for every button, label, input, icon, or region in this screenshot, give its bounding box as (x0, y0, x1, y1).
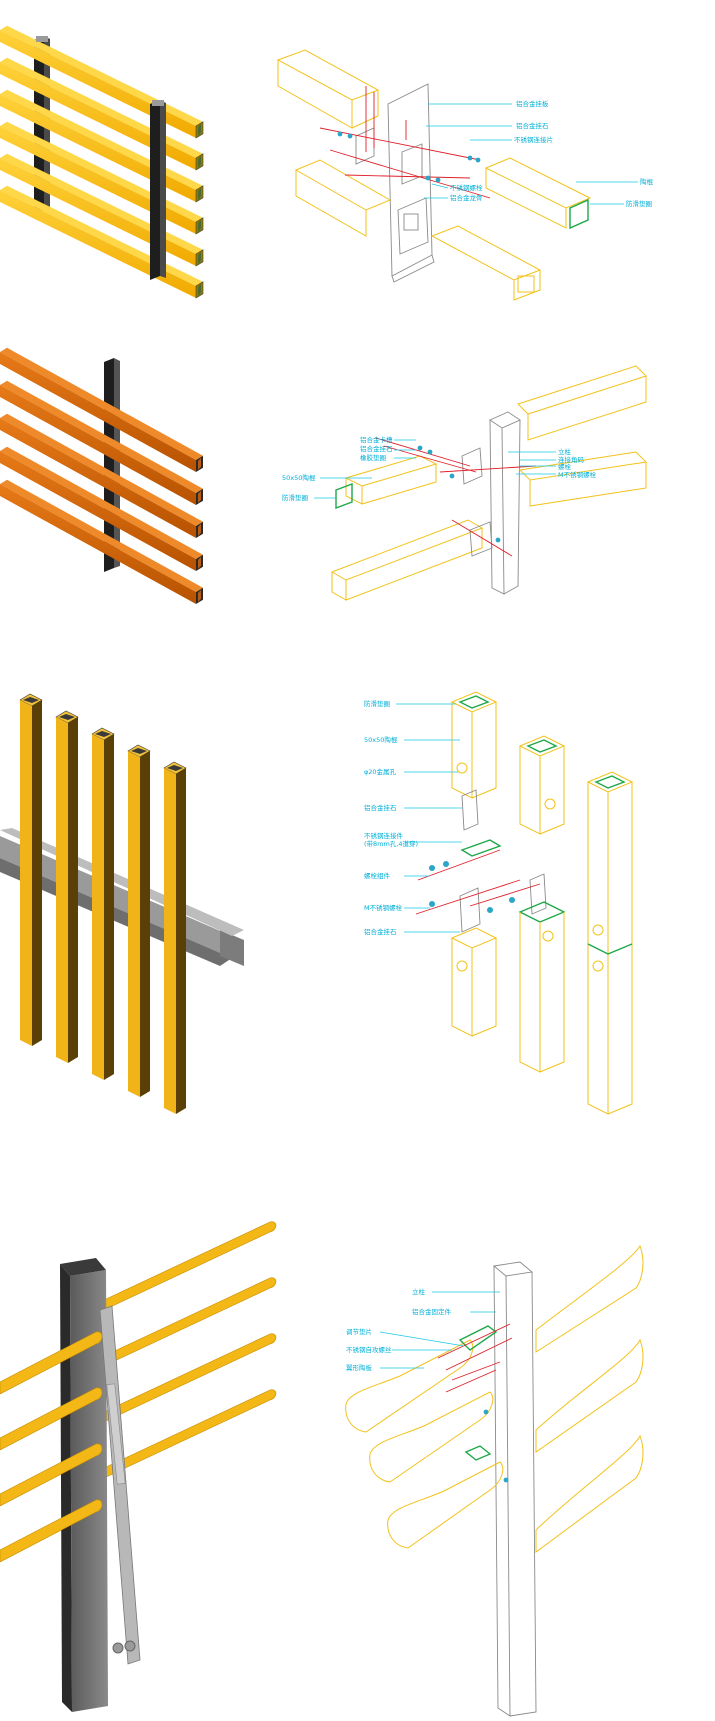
rail-end-insert (198, 155, 201, 168)
airfoil-blade (103, 1389, 277, 1479)
rail-end-insert (198, 251, 201, 264)
p1-label-1: 铝合金挂石 (516, 121, 549, 130)
rail-end-insert (198, 523, 201, 536)
p1-label-2: 不锈钢连接片 (514, 135, 553, 144)
fin-front (56, 717, 68, 1063)
rail-end-insert (198, 123, 201, 136)
rail-side (0, 126, 196, 234)
render-airfoil-louvers (0, 1221, 277, 1712)
fin-side (104, 734, 114, 1080)
p2-label-8: 防滑垫圈 (282, 493, 308, 502)
rail-side (0, 94, 196, 202)
p1-label-4: 铝合金龙骨 (450, 193, 483, 202)
p4-label-3: 不锈钢自攻螺丝 (346, 1345, 392, 1354)
rail-end-insert (198, 187, 201, 200)
p3-label-3: 铝合金挂石 (364, 803, 397, 812)
rail-end-insert (198, 589, 201, 602)
airfoil-blade (0, 1331, 103, 1395)
rail-side (0, 451, 196, 571)
p2-label-1: 铝合金挂石 (360, 444, 393, 453)
rail-end-insert (198, 490, 201, 503)
fin-hollow (167, 765, 183, 771)
fin-side (68, 717, 78, 1063)
rail-side (0, 352, 196, 472)
p4-label-2: 调节垫片 (346, 1327, 372, 1336)
post-clip-top-front (152, 100, 164, 106)
p2-label-0: 铝合金卡槽 (360, 435, 393, 444)
rail-side (0, 62, 196, 170)
fin-front (92, 734, 104, 1080)
steel-post (60, 1258, 106, 1276)
fin-hollow (95, 731, 111, 737)
p2-label-4: 连接角码 (558, 455, 585, 464)
p1-label-0: 铝合金挂板 (516, 99, 549, 108)
actuator-rod (106, 1383, 126, 1485)
p3-label-8: 铝合金挂石 (364, 927, 397, 936)
rail-top (0, 380, 203, 493)
p3-label-0: 防滑垫圈 (364, 699, 390, 708)
p3-label-5: (带8mm孔,4道穿) (364, 839, 418, 848)
fin-hollow (23, 697, 39, 703)
p2-label-2: 橡胶垫圈 (360, 453, 386, 462)
fin-side (140, 751, 150, 1097)
rail-top (0, 347, 203, 460)
exploded-detail-4: 立柱 铝合金固定件 调节垫片 不锈钢自攻螺丝 翼形陶板 (345, 1244, 644, 1717)
exploded-detail-3: 防滑垫圈 50x50陶棍 φ20金属孔 铝合金挂石 不锈钢连接件 (带8mm孔,… (364, 691, 634, 1115)
p3-label-1: 50x50陶棍 (364, 735, 398, 744)
p4-label-4: 翼形陶板 (346, 1363, 373, 1372)
fin-front (20, 700, 32, 1046)
rail-side (0, 158, 196, 266)
p4-label-1: 铝合金固定件 (412, 1307, 452, 1316)
rail-side (0, 418, 196, 538)
fin-side (32, 700, 42, 1046)
fin-hollow (59, 714, 75, 720)
render-vertical-square-fins (0, 693, 244, 1114)
p2-label-7: 50x50陶棍 (282, 473, 316, 482)
rail-side (0, 484, 196, 604)
airfoil-blade (0, 1499, 103, 1563)
rail-end-insert (198, 219, 201, 232)
fin-front (128, 751, 140, 1097)
airfoil-blade (0, 1387, 103, 1451)
p3-label-7: M不锈钢螺栓 (364, 903, 403, 912)
p2-label-3: 立柱 (558, 447, 572, 456)
rail-top (0, 413, 203, 526)
p4-label-0: 立柱 (412, 1287, 426, 1296)
airfoil-blade (103, 1221, 277, 1311)
p2-label-6: M不锈钢螺栓 (558, 470, 597, 479)
fin-front (164, 768, 176, 1114)
rail-end-insert (198, 457, 201, 470)
fin-side (176, 768, 186, 1114)
airfoil-blade (103, 1277, 277, 1367)
p1-label-3: 不锈钢螺栓 (450, 183, 483, 192)
render-yellow-louver-rails (0, 25, 204, 299)
p1-label-6: 防滑垫圈 (626, 199, 652, 208)
render-orange-louver-rails (0, 347, 203, 604)
steel-post-front (150, 100, 160, 280)
rail-side (0, 385, 196, 505)
exploded-detail-1: 铝合金挂板 铝合金挂石 不锈钢连接片 不锈钢螺栓 铝合金龙骨 陶棍 防滑垫圈 (276, 49, 654, 301)
p3-label-6: 螺栓组件 (364, 871, 391, 880)
rail-top (0, 446, 203, 559)
rail-top (0, 479, 203, 592)
rail-side (0, 190, 196, 298)
fin-hollow (131, 748, 147, 754)
rail-side (0, 30, 196, 138)
exploded-detail-2: 铝合金卡槽 铝合金挂石 橡胶垫圈 立柱 连接角码 螺栓 M不锈钢螺栓 50x50… (282, 365, 648, 601)
p3-label-2: φ20金属孔 (364, 767, 397, 776)
airfoil-blade (103, 1333, 277, 1423)
rail-end-insert (198, 556, 201, 569)
p1-label-5: 陶棍 (640, 177, 654, 186)
rail-end-insert (198, 283, 201, 296)
p2-label-5: 螺栓 (558, 462, 572, 471)
p3-label-4: 不锈钢连接件 (364, 831, 404, 840)
post-clip-top (36, 36, 48, 42)
airfoil-blade (0, 1443, 103, 1507)
